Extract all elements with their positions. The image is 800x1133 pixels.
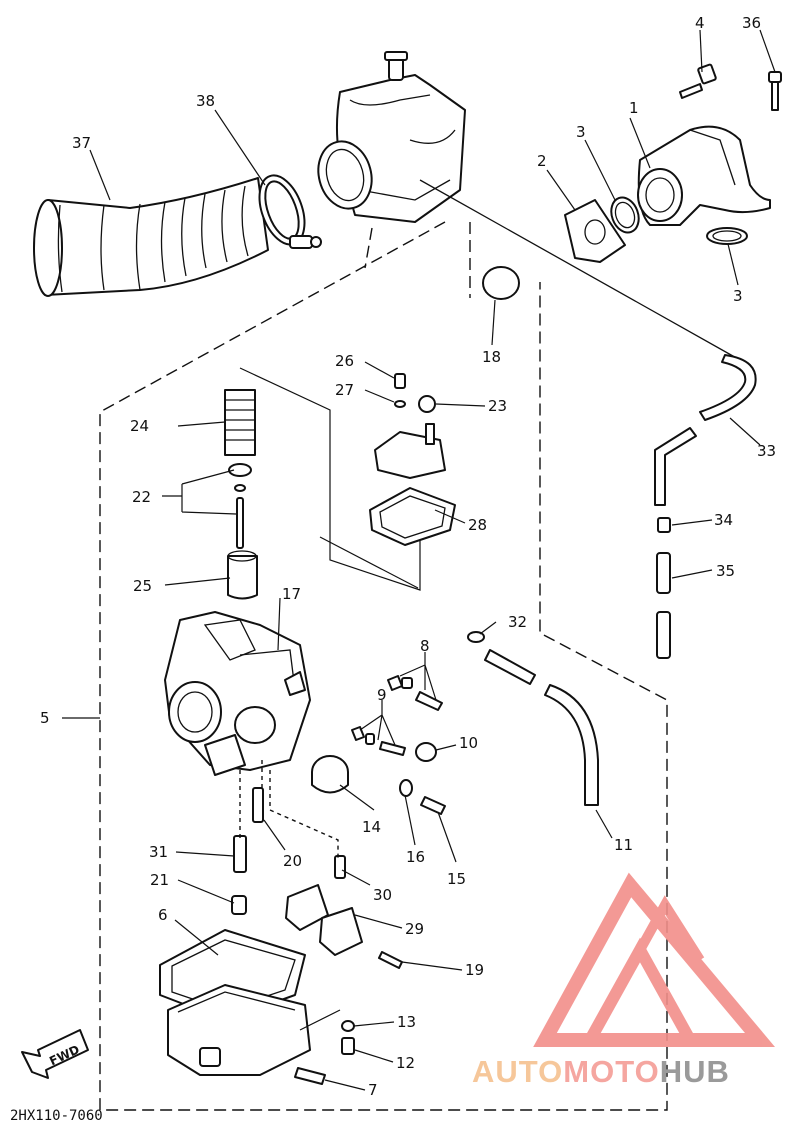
- callouts: 1 2 3 3 4 5 6 7 8 9 10 11 12 13 14 15 16…: [40, 14, 776, 1099]
- callout-27: 27: [335, 381, 354, 399]
- leader-lines: [62, 29, 776, 1091]
- pilot-jet: [233, 835, 247, 873]
- float-pin: [378, 951, 403, 969]
- callout-24: 24: [130, 417, 149, 435]
- main-jet: [231, 895, 247, 915]
- callout-34: 34: [714, 511, 733, 529]
- float-valve: [334, 855, 346, 879]
- chamber-washer: [341, 1020, 355, 1032]
- callout-33: 33: [757, 442, 776, 460]
- hose-clamp: [258, 174, 322, 249]
- callout-12: 12: [396, 1054, 415, 1072]
- callout-10: 10: [459, 734, 478, 752]
- callout-31: 31: [149, 843, 168, 861]
- callout-30: 30: [373, 886, 392, 904]
- intake-manifold: [637, 125, 771, 226]
- gasket-link-line: [319, 536, 419, 589]
- chamber-screw: [341, 1037, 355, 1055]
- fwd-arrow-icon: FWD: [21, 1029, 89, 1079]
- callout-32: 32: [508, 613, 527, 631]
- callout-9: 9: [377, 686, 387, 704]
- callout-6: 6: [158, 906, 168, 924]
- callout-22: 22: [132, 488, 151, 506]
- callout-21: 21: [150, 871, 169, 889]
- callout-38: 38: [196, 92, 215, 110]
- callout-15: 15: [447, 870, 466, 888]
- throttle-stop-screw: [284, 671, 306, 696]
- callout-18: 18: [482, 348, 501, 366]
- watermark-text: AUTOMOTOHUB: [472, 1054, 730, 1089]
- throttle-spring: [224, 389, 256, 456]
- throttle-screw-set: [351, 726, 406, 756]
- callout-35: 35: [716, 562, 735, 580]
- carburetor-body: [164, 611, 311, 776]
- assembly-outline: [99, 221, 668, 1111]
- assembly-link-line: [239, 367, 421, 591]
- pilot-screw-set: [387, 675, 443, 711]
- air-duct-hose: [33, 177, 269, 297]
- callout-11: 11: [614, 836, 633, 854]
- callout-37: 37: [72, 134, 91, 152]
- callout-25: 25: [133, 577, 152, 595]
- alignment-line: [299, 1009, 341, 1031]
- hose-clip: [467, 631, 485, 643]
- callout-23: 23: [488, 397, 507, 415]
- throttle-valve: [227, 550, 258, 600]
- callout-4: 4: [695, 14, 705, 32]
- overflow-hose: [484, 649, 599, 806]
- bolt: [679, 63, 782, 111]
- callout-17: 17: [282, 585, 301, 603]
- watermark-auto: AUTO: [472, 1054, 563, 1089]
- needle-jet: [252, 787, 264, 823]
- gasket: [482, 266, 520, 300]
- jet-needle-set: [228, 463, 252, 549]
- air-filter-case: [317, 51, 466, 223]
- callout-36: 36: [742, 14, 761, 32]
- float: [285, 884, 363, 956]
- watermark-hub: HUB: [660, 1054, 730, 1089]
- callout-26: 26: [335, 352, 354, 370]
- alignment-line: [269, 770, 339, 858]
- drain-screw: [420, 796, 446, 815]
- callout-1: 1: [629, 99, 639, 117]
- callout-2: 2: [537, 152, 547, 170]
- callout-16: 16: [406, 848, 425, 866]
- callout-28: 28: [468, 516, 487, 534]
- callout-3: 3: [576, 123, 586, 141]
- callout-13: 13: [397, 1013, 416, 1031]
- float-chamber: [167, 984, 311, 1076]
- callout-19: 19: [465, 961, 484, 979]
- callout-29: 29: [405, 920, 424, 938]
- callout-20: 20: [283, 852, 302, 870]
- callout-8: 8: [420, 637, 430, 655]
- watermark-logo-icon: [533, 872, 776, 1047]
- o-ring: [610, 196, 748, 245]
- vent-hose: [419, 179, 757, 659]
- callout-5: 5: [40, 709, 50, 727]
- callout-3: 3: [733, 287, 743, 305]
- watermark-moto: MOTO: [563, 1054, 659, 1089]
- top-cover-gasket: [369, 487, 456, 546]
- plug-screw: [415, 742, 437, 762]
- mixing-chamber-top: [374, 373, 446, 479]
- callout-7: 7: [368, 1081, 378, 1099]
- drawing-code: 2HX110-7060: [10, 1108, 103, 1124]
- drain-bolt: [294, 1067, 326, 1085]
- mixing-chamber-cap: [311, 755, 349, 794]
- insulator-gasket: [564, 199, 626, 263]
- callout-14: 14: [362, 818, 381, 836]
- washer: [399, 779, 413, 797]
